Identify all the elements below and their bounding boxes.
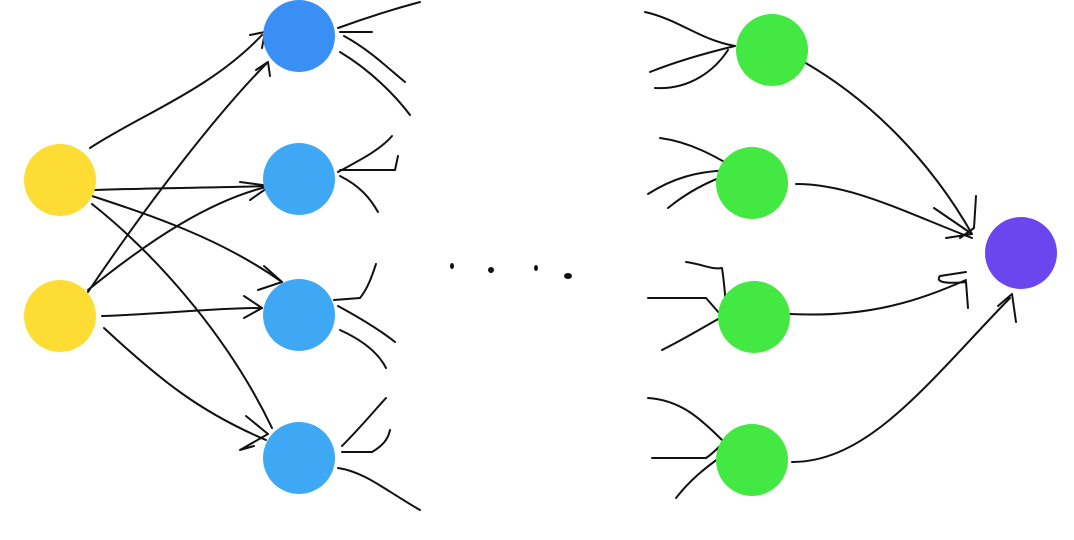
edge-in2-h1	[87, 61, 269, 293]
arrow-tip-h3	[257, 265, 283, 291]
node-hidden-first-1	[263, 0, 335, 72]
layer-output	[985, 217, 1057, 289]
edge-g3-out	[789, 279, 967, 316]
stub-g3-b	[647, 297, 721, 315]
stub-g4-b	[651, 445, 721, 459]
stub-h4-b	[341, 429, 391, 453]
ellipsis-dot-1	[450, 263, 454, 269]
arrow-tip-h3b	[243, 295, 263, 319]
stub-g4-a	[647, 397, 723, 441]
stub-h3-c	[339, 329, 387, 369]
edge-in1-h3	[91, 195, 283, 283]
edge-in2-h3	[101, 307, 263, 317]
node-hidden-first-4	[263, 422, 335, 494]
hidden-first-outgoing-stubs	[333, 1, 421, 511]
node-hidden-last-2	[716, 147, 788, 219]
stub-h4-c	[337, 467, 421, 511]
stub-h4-a	[341, 397, 387, 447]
stub-h1-d	[339, 51, 411, 116]
stub-h2-b	[339, 155, 399, 171]
edge-g1-out	[803, 61, 973, 235]
stub-h1-c	[343, 35, 406, 83]
stub-g3-c	[661, 317, 721, 351]
node-hidden-last-4	[716, 424, 788, 496]
layer-input	[24, 144, 96, 352]
node-output-1	[985, 217, 1057, 289]
stub-g1-a	[644, 11, 736, 47]
ellipsis-dot-2	[488, 267, 494, 273]
node-hidden-last-1	[736, 14, 808, 86]
edge-g4-out	[791, 297, 1011, 463]
layer-hidden-last	[716, 14, 808, 496]
stub-g1-c	[654, 49, 729, 90]
node-input-1	[24, 144, 96, 216]
arrow-tip-h4	[239, 415, 269, 451]
stub-h1-a	[337, 1, 421, 29]
edge-in1-h4	[91, 203, 273, 429]
edge-g2-out	[795, 183, 973, 239]
layer-ellipsis	[450, 263, 572, 279]
edges-input-to-hidden	[87, 31, 283, 451]
edge-in2-h4	[103, 327, 267, 441]
ellipsis-dot-4	[564, 273, 572, 279]
edges-hidden-to-output	[789, 61, 1017, 463]
stub-h2-a	[337, 135, 393, 173]
edge-in1-h1	[89, 34, 263, 149]
edge-in2-h2	[87, 185, 271, 291]
arrow-tip-h1b	[255, 61, 271, 77]
edge-in1-h2	[94, 185, 269, 191]
layer-hidden-first	[263, 0, 335, 494]
node-input-2	[24, 280, 96, 352]
stub-h2-c	[339, 175, 379, 213]
stub-g1-b	[649, 45, 736, 73]
stub-g4-c	[675, 455, 723, 499]
arrow-tip-out-b	[959, 195, 977, 239]
ellipsis-dot-3	[534, 265, 538, 271]
node-hidden-last-3	[718, 281, 790, 353]
arrow-tip-out-c	[937, 271, 969, 309]
arrow-tip-out-d	[997, 293, 1017, 323]
node-hidden-first-2	[263, 143, 335, 215]
arrow-tip-out-a	[933, 207, 973, 239]
node-hidden-first-3	[263, 279, 335, 351]
stub-h3-b	[337, 305, 396, 343]
stub-h3-a	[333, 263, 377, 301]
hidden-last-incoming-stubs	[644, 11, 739, 499]
